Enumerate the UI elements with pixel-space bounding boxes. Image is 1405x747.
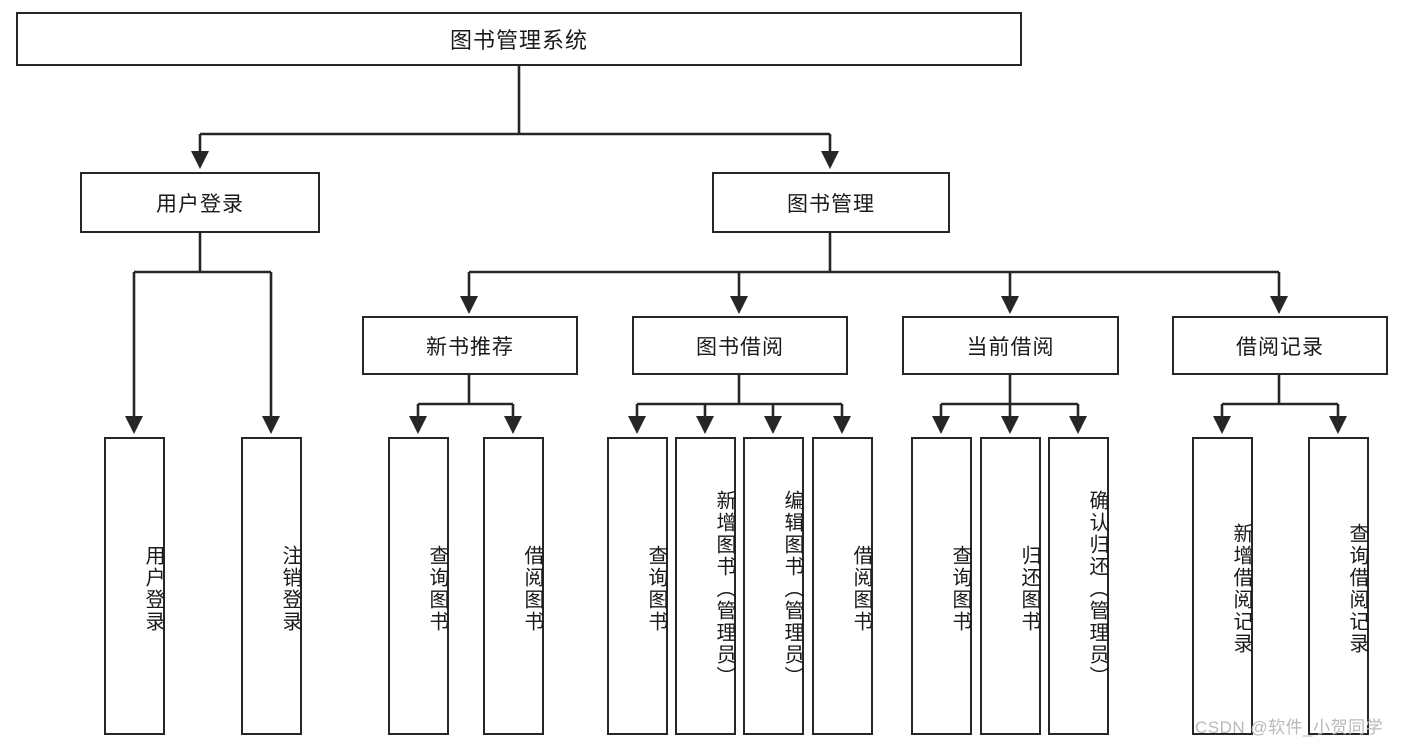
leaf-current-confirm-return[interactable]: 确认归还（管理员） [1048, 437, 1109, 735]
leaf-current-return-book[interactable]: 归还图书 [980, 437, 1041, 735]
node-book-management[interactable]: 图书管理 [712, 172, 950, 233]
leaf-records-query-record[interactable]: 查询借阅记录 [1308, 437, 1369, 735]
node-label: 新增图书（管理员） [713, 490, 735, 688]
leaf-new-book-query[interactable]: 查询图书 [388, 437, 449, 735]
node-label: 新书推荐 [426, 335, 514, 359]
node-label: 当前借阅 [966, 335, 1055, 359]
node-user-login[interactable]: 用户登录 [80, 172, 320, 233]
node-label: 查询图书 [949, 545, 971, 633]
csdn-watermark: CSDN @软件_小贺同学 [1195, 718, 1384, 737]
node-label: 注销登录 [279, 545, 301, 633]
node-label: 图书管理系统 [449, 28, 588, 53]
node-label: 查询借阅记录 [1346, 523, 1368, 655]
leaf-user-login-logout[interactable]: 注销登录 [241, 437, 302, 735]
leaf-user-login-login[interactable]: 用户登录 [104, 437, 165, 735]
leaf-borrow-query-book[interactable]: 查询图书 [607, 437, 668, 735]
leaf-borrow-borrow-book[interactable]: 借阅图书 [812, 437, 873, 735]
node-label: 图书借阅 [696, 335, 784, 359]
leaf-borrow-add-book[interactable]: 新增图书（管理员） [675, 437, 736, 735]
node-label: 归还图书 [1018, 545, 1040, 633]
node-current-borrow[interactable]: 当前借阅 [902, 316, 1119, 375]
node-label: 编辑图书（管理员） [781, 490, 803, 688]
leaf-borrow-edit-book[interactable]: 编辑图书（管理员） [743, 437, 804, 735]
node-label: 借阅记录 [1236, 335, 1324, 359]
node-label: 查询图书 [645, 545, 667, 633]
node-book-borrow[interactable]: 图书借阅 [632, 316, 848, 375]
node-label: 借阅图书 [521, 545, 543, 633]
node-label: 用户登录 [142, 545, 164, 633]
node-borrow-records[interactable]: 借阅记录 [1172, 316, 1388, 375]
node-label: 图书管理 [787, 192, 875, 216]
node-label: 借阅图书 [850, 545, 872, 633]
node-label: 用户登录 [156, 192, 244, 216]
leaf-new-book-borrow[interactable]: 借阅图书 [483, 437, 544, 735]
node-root-system[interactable]: 图书管理系统 [16, 12, 1022, 66]
node-label: 查询图书 [426, 545, 448, 633]
node-label: 新增借阅记录 [1230, 523, 1252, 655]
node-new-book-recommend[interactable]: 新书推荐 [362, 316, 578, 375]
node-label: 确认归还（管理员） [1086, 490, 1108, 688]
leaf-current-query-book[interactable]: 查询图书 [911, 437, 972, 735]
leaf-records-add-record[interactable]: 新增借阅记录 [1192, 437, 1253, 735]
